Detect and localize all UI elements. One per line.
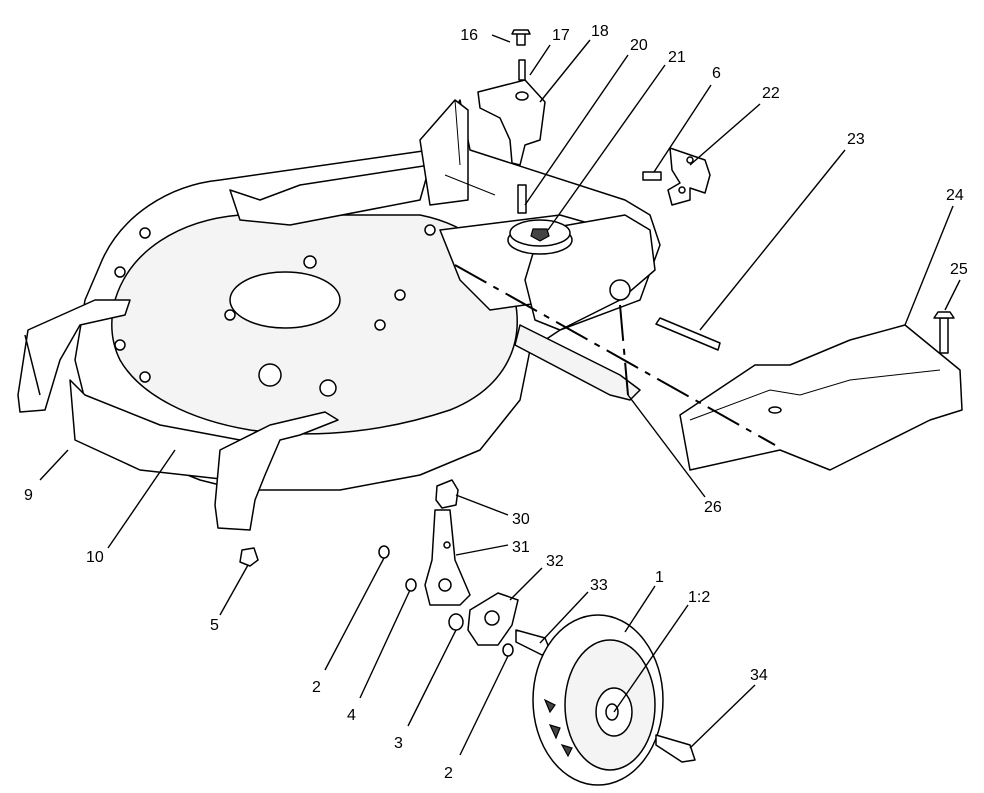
leader-31 <box>455 544 509 556</box>
callout-30: 30 <box>512 511 530 528</box>
callout-16: 16 <box>460 27 478 44</box>
leader-1 <box>624 585 656 633</box>
rod-23 <box>655 317 721 351</box>
callout-4: 4 <box>347 707 356 724</box>
leader-30 <box>455 494 509 516</box>
leader-32 <box>509 567 543 601</box>
callout-1: 1 <box>655 569 664 586</box>
wheel-assembly <box>239 479 696 786</box>
leader-25 <box>944 279 961 311</box>
leader-lines <box>39 34 961 756</box>
callout-22: 22 <box>762 85 780 102</box>
callout-25: 25 <box>950 261 968 278</box>
callout-24: 24 <box>946 187 964 204</box>
callout-2b: 2 <box>444 765 453 782</box>
leader-6 <box>653 84 712 173</box>
leader-4 <box>359 589 411 699</box>
leader-20 <box>524 54 629 206</box>
leader-3 <box>407 629 457 727</box>
leader-1-2 <box>613 604 689 713</box>
callout-6: 6 <box>712 65 721 82</box>
leader-26 <box>627 394 706 498</box>
callout-18: 18 <box>591 23 609 40</box>
leader-9 <box>39 449 69 481</box>
leader-34 <box>689 684 756 749</box>
leader-16 <box>491 34 511 43</box>
leader-17 <box>529 44 551 76</box>
leader-2b <box>459 655 509 756</box>
callout-34: 34 <box>750 667 768 684</box>
leader-10 <box>107 449 176 549</box>
callout-26: 26 <box>704 499 722 516</box>
callout-21: 21 <box>668 49 686 66</box>
callout-31: 31 <box>512 539 530 556</box>
leader-21 <box>547 64 666 231</box>
callout-10: 10 <box>86 549 104 566</box>
assembly-lines <box>454 264 776 446</box>
callout-20: 20 <box>630 37 648 54</box>
right-bracket <box>642 147 711 206</box>
callout-32: 32 <box>546 553 564 570</box>
rear-panel <box>679 311 963 471</box>
callout-17: 17 <box>552 27 570 44</box>
pulley-assembly <box>507 184 573 255</box>
callout-5: 5 <box>210 617 219 634</box>
leader-18 <box>539 39 591 103</box>
leader-33 <box>539 591 589 644</box>
upper-bracket <box>477 29 546 166</box>
leader-2a <box>324 557 385 671</box>
leader-24 <box>904 205 954 326</box>
mower-deck <box>17 99 661 531</box>
leader-22 <box>689 103 761 166</box>
leader-5 <box>219 564 249 616</box>
callout-2a: 2 <box>312 679 321 696</box>
callout-33: 33 <box>590 577 608 594</box>
callout-3: 3 <box>394 735 403 752</box>
callout-labels: 16 17 18 20 21 6 22 23 24 25 26 9 10 5 3… <box>24 23 968 782</box>
callout-9: 9 <box>24 487 33 504</box>
callout-23: 23 <box>847 131 865 148</box>
callout-1-2: 1:2 <box>688 589 710 606</box>
leader-23 <box>699 149 846 331</box>
